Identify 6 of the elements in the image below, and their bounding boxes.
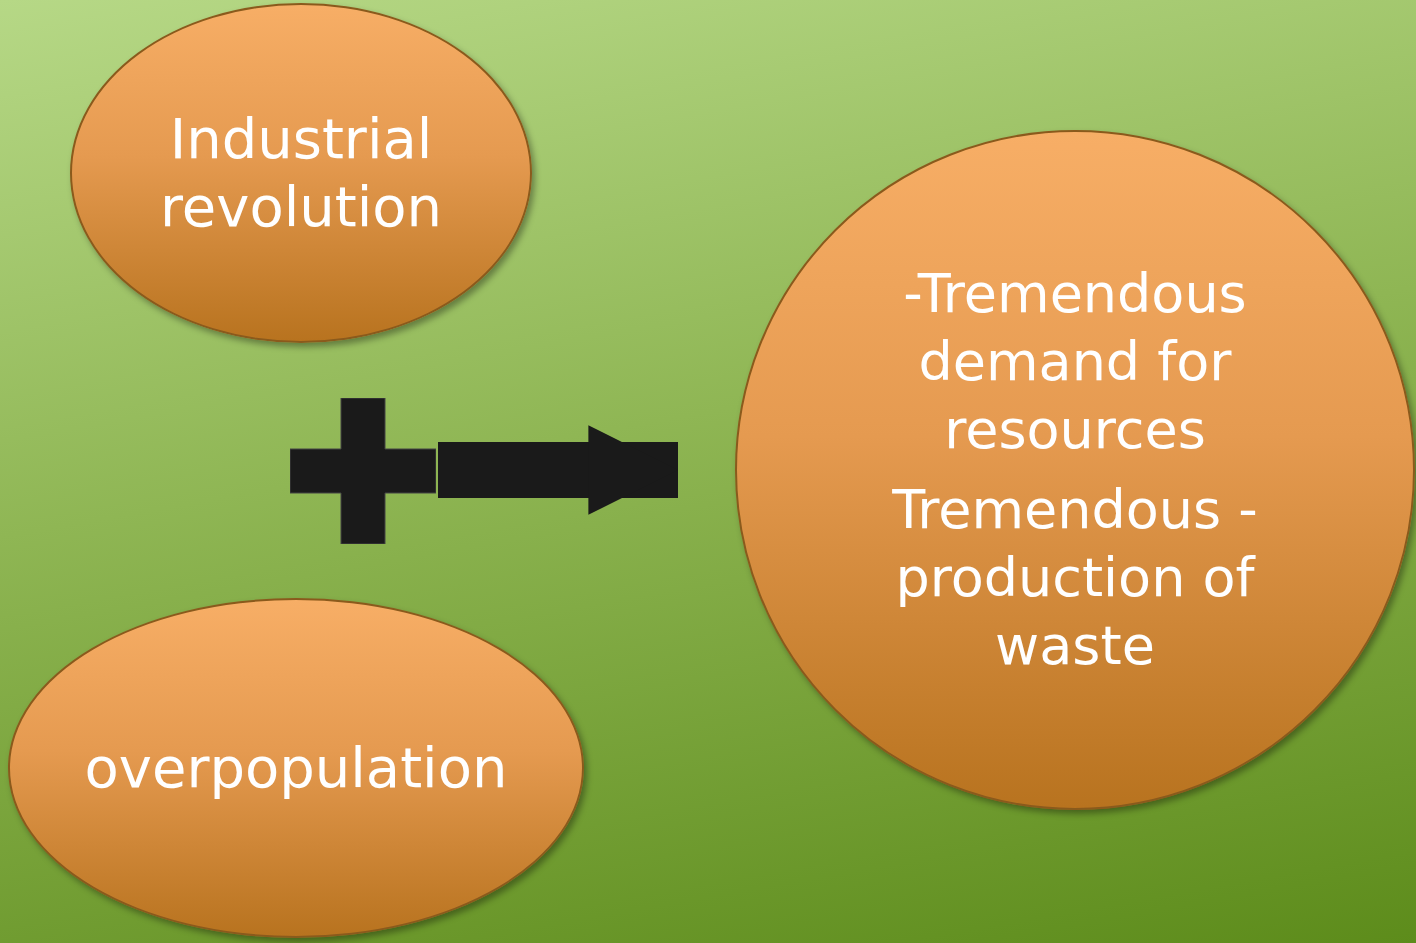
node-text: overpopulation xyxy=(84,734,508,802)
node-text: Tremendous - production of waste xyxy=(891,477,1259,679)
node-text: Industrial revolution xyxy=(159,105,443,241)
plus-icon xyxy=(290,398,436,544)
node-text: -Tremendous demand for resources xyxy=(902,261,1248,463)
arrow xyxy=(438,425,678,515)
